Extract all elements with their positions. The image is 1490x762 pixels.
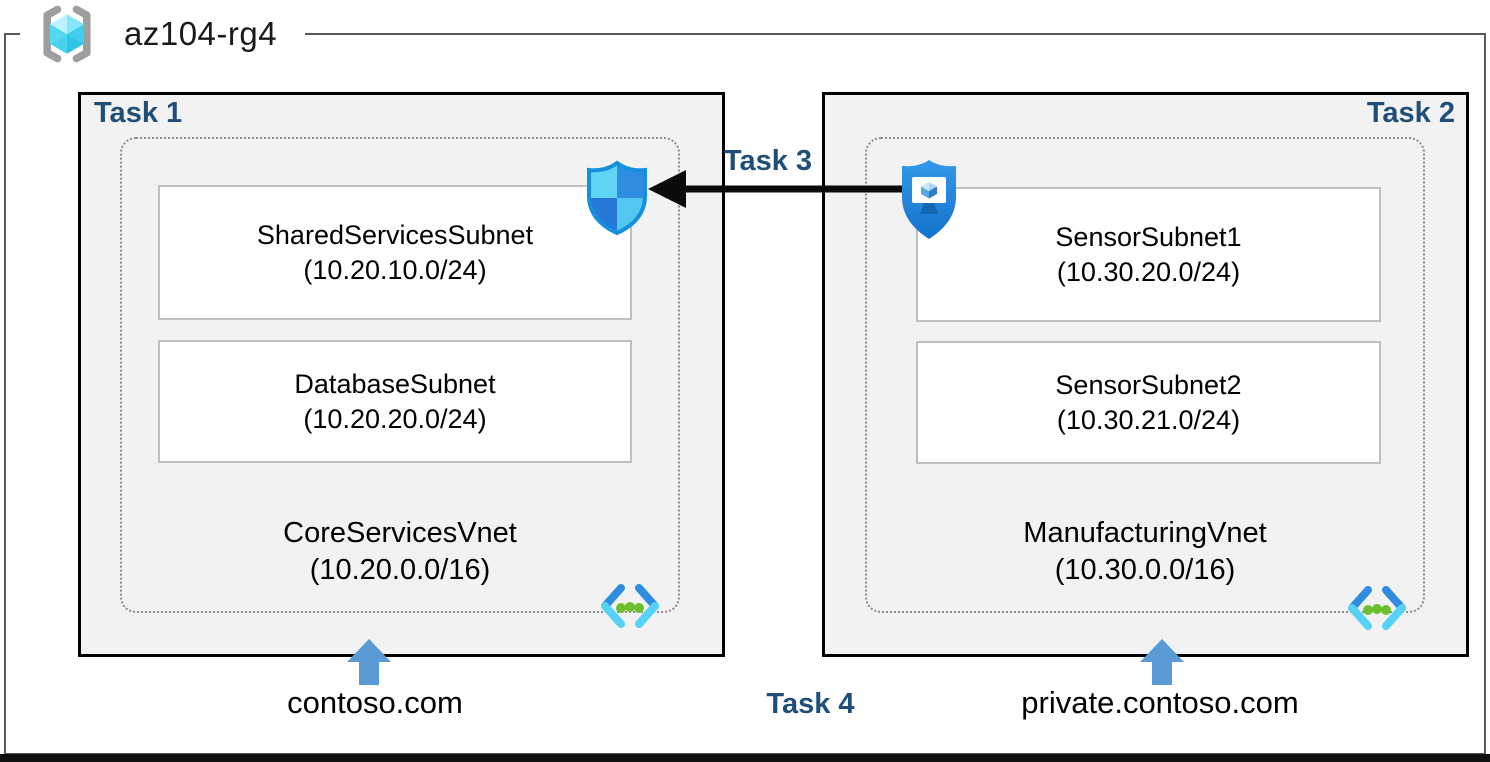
vnet-cidr: (10.20.0.0/16) <box>309 554 491 586</box>
protected-vm-shield-icon <box>902 160 956 239</box>
vnet-name: ManufacturingVnet <box>1023 517 1267 549</box>
subnet-name: DatabaseSubnet <box>294 368 496 399</box>
resource-group-name: az104-rg4 <box>124 15 278 52</box>
subnet-cidr: (10.20.20.0/24) <box>303 403 487 434</box>
subnet-cidr: (10.20.10.0/24) <box>303 254 487 285</box>
dns-up-arrow-icon <box>1140 639 1184 685</box>
subnet-box-database: DatabaseSubnet (10.20.20.0/24) <box>158 340 632 463</box>
task4-label: Task 4 <box>766 688 855 720</box>
network-security-group-shield-icon <box>587 160 647 236</box>
subnet-name: SharedServicesSubnet <box>256 219 534 250</box>
subnet-box-sharedservices: SharedServicesSubnet (10.20.10.0/24) <box>158 185 632 320</box>
subnet-name: SensorSubnet2 <box>1055 369 1242 400</box>
resource-group-header: az104-rg4 <box>20 0 306 68</box>
vnet-boundary-coreservices <box>120 137 680 613</box>
vnet-cidr: (10.30.0.0/16) <box>1054 554 1236 586</box>
peering-arrow-icon <box>648 170 902 208</box>
dns-up-arrow-icon <box>347 639 391 685</box>
subnet-box-sensor1: SensorSubnet1 (10.30.20.0/24) <box>916 187 1381 322</box>
vnet-caption-manufacturing: ManufacturingVnet (10.30.0.0/16) <box>865 515 1425 589</box>
subnet-cidr: (10.30.20.0/24) <box>1056 256 1241 287</box>
resource-group-icon <box>43 5 91 63</box>
vnet-boundary-manufacturing <box>865 137 1425 613</box>
subnet-box-sensor2: SensorSubnet2 (10.30.21.0/24) <box>916 341 1381 464</box>
task3-label: Task 3 <box>723 145 813 177</box>
vnet-caption-coreservices: CoreServicesVnet (10.20.0.0/16) <box>120 515 680 589</box>
task1-label: Task 1 <box>94 97 183 129</box>
vnet-name: CoreServicesVnet <box>283 517 517 549</box>
dns-label-contoso: contoso.com <box>287 685 463 720</box>
subnet-cidr: (10.30.21.0/24) <box>1056 404 1241 435</box>
dns-label-private-contoso: private.contoso.com <box>1021 685 1299 720</box>
bottom-edge-bar <box>0 754 1490 762</box>
virtual-network-icon <box>601 584 659 628</box>
virtual-network-icon <box>1348 586 1406 630</box>
subnet-name: SensorSubnet1 <box>1055 221 1242 252</box>
task2-label: Task 2 <box>1366 97 1455 129</box>
